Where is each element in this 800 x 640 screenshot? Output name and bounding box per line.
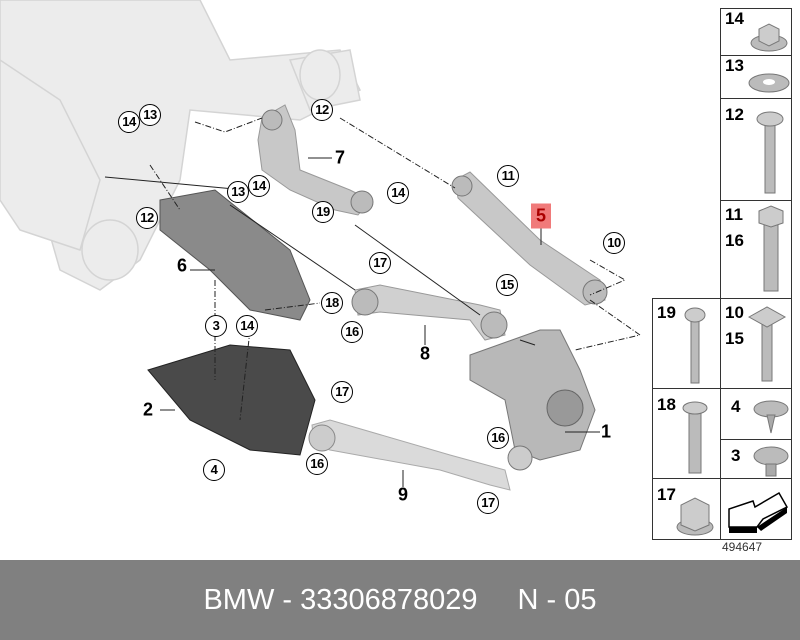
callout-13[interactable]: 13 bbox=[139, 104, 161, 126]
part-number-banner: BMW - 33306878029 N - 05 bbox=[0, 560, 800, 640]
label-part-1[interactable]: 1 bbox=[600, 421, 612, 442]
callout-16[interactable]: 16 bbox=[487, 427, 509, 449]
part-box-3[interactable]: 3 bbox=[720, 439, 792, 479]
callout-19[interactable]: 19 bbox=[312, 201, 334, 223]
label-part-9[interactable]: 9 bbox=[397, 484, 409, 505]
callout-11[interactable]: 11 bbox=[497, 165, 519, 187]
callout-16[interactable]: 16 bbox=[306, 453, 328, 475]
part-box-17[interactable]: 17 bbox=[652, 478, 721, 540]
callout-17[interactable]: 17 bbox=[369, 252, 391, 274]
part-box-19[interactable]: 19 bbox=[652, 298, 721, 389]
expanding-rivet-icon bbox=[753, 446, 789, 477]
part-number: BMW - 33306878029 bbox=[203, 583, 478, 616]
callout-14[interactable]: 14 bbox=[248, 175, 270, 197]
part-box-12[interactable]: 12 bbox=[720, 98, 792, 201]
symbol-box bbox=[720, 478, 792, 540]
flange-nut-icon bbox=[676, 497, 714, 536]
callout-14[interactable]: 14 bbox=[118, 111, 140, 133]
bolt-icon bbox=[682, 401, 708, 474]
callout-16[interactable]: 16 bbox=[341, 321, 363, 343]
bolt-icon bbox=[684, 307, 706, 384]
part-box-18[interactable]: 18 bbox=[652, 388, 721, 479]
callout-3[interactable]: 3 bbox=[205, 315, 227, 337]
arrow-icon bbox=[728, 491, 789, 533]
bracket-6 bbox=[159, 189, 311, 321]
diagram-reference-number: 494647 bbox=[722, 540, 763, 554]
callout-10[interactable]: 10 bbox=[603, 232, 625, 254]
label-part-2[interactable]: 2 bbox=[142, 399, 154, 420]
washer-icon bbox=[748, 73, 790, 93]
wheel-carrier-1 bbox=[469, 329, 596, 461]
parts-diagram: 14 13 12 11 14 19 13 14 12 17 15 10 18 1… bbox=[0, 0, 642, 514]
part-box-4[interactable]: 4 bbox=[720, 388, 792, 440]
underbody-shield-2 bbox=[147, 344, 316, 456]
diagram-page: N - 05 bbox=[517, 583, 597, 616]
control-arm-9 bbox=[311, 419, 511, 491]
part-box-14[interactable]: 14 bbox=[720, 8, 792, 56]
part-box-13[interactable]: 13 bbox=[720, 55, 792, 99]
callout-13[interactable]: 13 bbox=[227, 181, 249, 203]
subframe-drawing bbox=[0, 0, 362, 291]
label-part-8[interactable]: 8 bbox=[419, 343, 431, 364]
clip-icon bbox=[753, 400, 789, 434]
label-part-7[interactable]: 7 bbox=[334, 147, 346, 168]
bolt-icon bbox=[756, 111, 784, 194]
label-part-5-highlighted[interactable]: 5 bbox=[530, 203, 552, 229]
callout-18[interactable]: 18 bbox=[321, 292, 343, 314]
callout-12[interactable]: 12 bbox=[136, 207, 158, 229]
callout-14[interactable]: 14 bbox=[387, 182, 409, 204]
eccentric-bolt-icon bbox=[747, 306, 787, 382]
bolt-icon bbox=[758, 205, 784, 292]
callout-15[interactable]: 15 bbox=[496, 274, 518, 296]
label-part-6[interactable]: 6 bbox=[176, 255, 188, 276]
callout-12[interactable]: 12 bbox=[311, 99, 333, 121]
control-arm-5 bbox=[454, 171, 606, 306]
diagram-drawing bbox=[0, 0, 642, 491]
callout-17[interactable]: 17 bbox=[331, 381, 353, 403]
callout-4[interactable]: 4 bbox=[203, 459, 225, 481]
callout-17[interactable]: 17 bbox=[477, 492, 499, 514]
callout-14[interactable]: 14 bbox=[236, 315, 258, 337]
flange-nut-icon bbox=[750, 23, 788, 52]
